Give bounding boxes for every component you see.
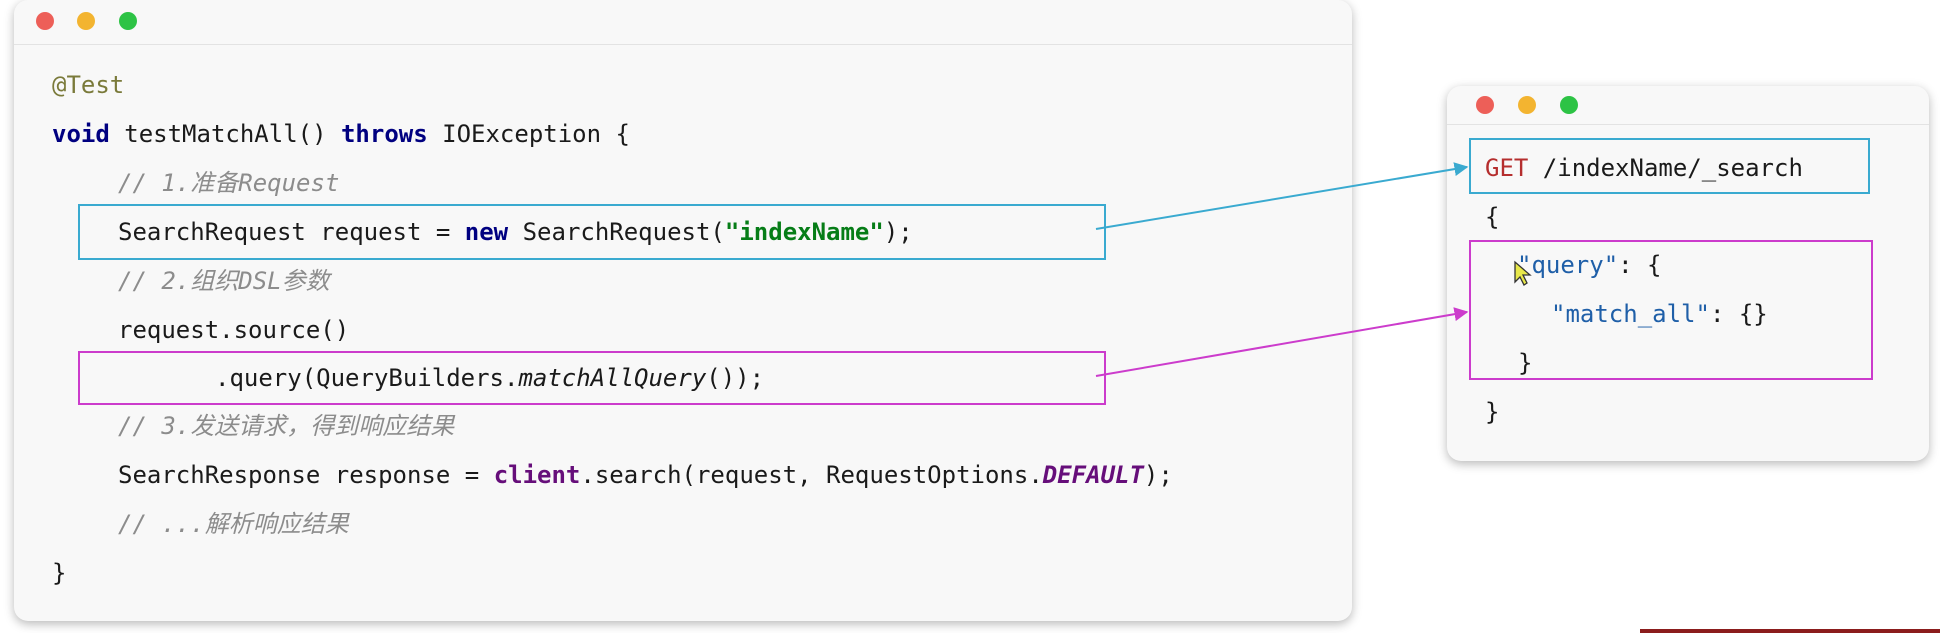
dsl-window: GET /indexName/_search { "query": { "mat… [1447,86,1929,461]
code-line-8: // 3.发送请求，得到响应结果 [118,412,455,440]
request-line-highlight [1469,138,1870,194]
code-line-2: void testMatchAll() throws IOException { [52,120,630,148]
code-line-3: // 1.准备Request [118,169,340,197]
code-line-9: SearchResponse response = client.search(… [118,461,1173,489]
query-arrow [1095,307,1469,377]
code-window: @Test void testMatchAll() throws IOExcep… [14,0,1352,621]
code-line-6: request.source() [118,316,350,344]
close-button[interactable] [1476,96,1494,114]
minimize-button[interactable] [1518,96,1536,114]
request-line: GET /indexName/_search [1485,154,1803,182]
json-match-all-line: "match_all": {} [1551,300,1768,328]
maximize-button[interactable] [1560,96,1578,114]
code-line-4: SearchRequest request = new SearchReques… [118,218,913,246]
minimize-button[interactable] [77,12,95,30]
dsl-window-titlebar [1447,86,1929,125]
code-line-10: // ...解析响应结果 [118,510,349,538]
query-dsl-highlight [1469,240,1873,380]
code-line-7: .query(QueryBuilders.matchAllQuery()); [215,364,765,392]
mouse-cursor-icon [1514,260,1532,286]
json-query-line: "query": { [1517,251,1662,279]
code-line-5: // 2.组织DSL参数 [118,267,330,295]
json-close-brace: } [1485,398,1500,426]
code-window-titlebar [14,0,1352,45]
json-open-brace: { [1485,203,1500,231]
close-button[interactable] [36,12,54,30]
code-line-1: @Test [52,71,125,99]
code-line-11: } [52,559,67,587]
query-builder-highlight [78,351,1106,405]
json-inner-close: } [1518,349,1533,377]
bottom-accent-bar [1640,629,1940,633]
search-request-highlight [78,204,1106,260]
maximize-button[interactable] [119,12,137,30]
request-arrow [1095,162,1469,230]
